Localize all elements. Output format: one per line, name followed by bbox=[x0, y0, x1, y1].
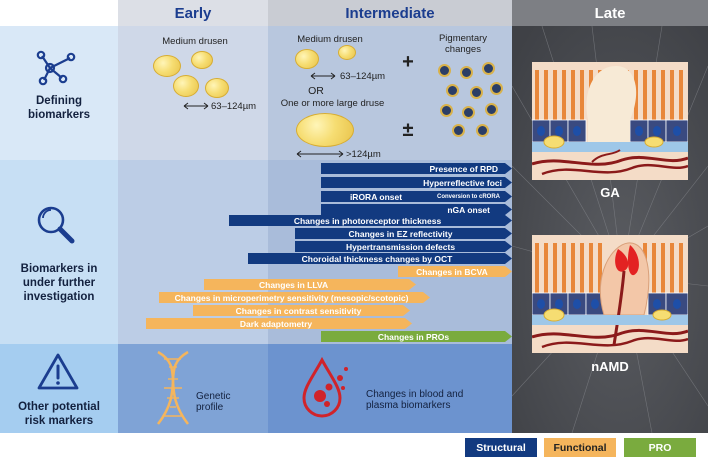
inter-drusen-label: Medium drusen bbox=[297, 34, 363, 45]
blood-drop-icon bbox=[302, 356, 348, 418]
bar-changes-pros: Changes in PROs bbox=[321, 331, 512, 342]
legend-pro: PRO bbox=[624, 438, 696, 457]
pigment-dot bbox=[452, 124, 465, 137]
network-icon bbox=[36, 50, 76, 86]
genetic-profile-label: Genetic profile bbox=[196, 391, 231, 413]
bar-contrast-sensitivity: Changes in contrast sensitivity bbox=[193, 305, 410, 316]
drusen-inter-1 bbox=[295, 49, 319, 69]
plus-minus-sign: ± bbox=[402, 119, 414, 141]
early-size-arrow bbox=[183, 102, 209, 110]
inter-other-bg bbox=[268, 344, 512, 433]
bar-presence-rpd: Presence of RPD bbox=[321, 163, 512, 174]
namd-label: nAMD bbox=[591, 359, 629, 374]
warning-icon bbox=[37, 353, 79, 390]
legend-functional: Functional bbox=[544, 438, 616, 457]
pigment-dot bbox=[485, 103, 498, 116]
large-size-label: >124µm bbox=[346, 149, 381, 160]
ga-retina-illustration bbox=[532, 62, 688, 180]
early-drusen-label: Medium drusen bbox=[162, 36, 228, 47]
pigment-dot bbox=[482, 62, 495, 75]
drusen-early-2 bbox=[191, 51, 213, 69]
early-size-label: 63–124µm bbox=[211, 101, 257, 112]
or-label: OR bbox=[308, 85, 324, 97]
column-late-header: Late bbox=[594, 4, 626, 22]
bar-microperimetry: Changes in microperimetry sensitivity (m… bbox=[159, 292, 430, 303]
row-investigation-label-bg bbox=[0, 160, 118, 344]
pigment-dot bbox=[476, 124, 489, 137]
drusen-inter-2 bbox=[338, 45, 356, 60]
row-other-label: Other potential risk markers bbox=[18, 401, 100, 427]
pigment-dot bbox=[446, 84, 459, 97]
large-druse-label: One or more large druse bbox=[280, 98, 385, 109]
column-intermediate-header: Intermediate bbox=[345, 4, 435, 22]
pigment-dot bbox=[462, 106, 475, 119]
bar-irora-onset: iRORA onset bbox=[321, 191, 431, 202]
pigment-dot bbox=[438, 64, 451, 77]
bar-conversion-crora: Conversion to cRORA bbox=[431, 191, 512, 202]
bar-llva: Changes in LLVA bbox=[204, 279, 416, 290]
drusen-large bbox=[296, 113, 354, 147]
bar-dark-adaptometry: Dark adaptometry bbox=[146, 318, 412, 329]
pigment-dot bbox=[490, 82, 503, 95]
pigment-dot bbox=[460, 66, 473, 79]
drusen-early-4 bbox=[205, 78, 229, 98]
row-defining-label: Defining biomarkers bbox=[27, 95, 90, 121]
pigmentary-label: Pigmentary changes bbox=[438, 33, 488, 55]
pigment-dot bbox=[440, 104, 453, 117]
row-investigation-label: Biomarkers in under further investigatio… bbox=[20, 263, 98, 303]
bar-ez-reflectivity: Changes in EZ reflectivity bbox=[295, 228, 512, 239]
early-other-bg bbox=[118, 344, 268, 433]
bar-hypertransmission: Hypertransmission defects bbox=[295, 241, 512, 252]
ga-label: GA bbox=[600, 185, 620, 200]
bar-nga-onset: nGA onset bbox=[321, 204, 512, 215]
plus-sign: + bbox=[402, 51, 414, 73]
dna-icon bbox=[157, 350, 189, 425]
early-header-bg bbox=[118, 0, 268, 26]
bar-photoreceptor-thickness: Changes in photoreceptor thickness bbox=[229, 215, 512, 226]
blood-biomarkers-label: Changes in blood and plasma biomarkers bbox=[366, 389, 464, 411]
row-defining-label-bg bbox=[0, 26, 118, 160]
drusen-early-1 bbox=[153, 55, 181, 77]
magnifier-icon bbox=[37, 206, 75, 244]
pigment-dot bbox=[470, 86, 483, 99]
bar-hyperreflective-foci: Hyperreflective foci bbox=[321, 177, 512, 188]
bar-choroidal-thickness: Choroidal thickness changes by OCT bbox=[248, 253, 512, 264]
early-invest-bg bbox=[118, 160, 268, 344]
namd-retina-illustration bbox=[532, 235, 688, 353]
large-size-arrow bbox=[296, 150, 344, 158]
inter-size-arrow bbox=[310, 72, 336, 80]
intermediate-header-bg bbox=[268, 0, 512, 26]
drusen-early-3 bbox=[173, 75, 199, 97]
bar-bcva: Changes in BCVA bbox=[398, 266, 512, 277]
column-early-header: Early bbox=[174, 4, 212, 22]
inter-size-label: 63–124µm bbox=[340, 71, 386, 82]
legend-structural: Structural bbox=[465, 438, 537, 457]
late-header-bg bbox=[512, 0, 708, 26]
